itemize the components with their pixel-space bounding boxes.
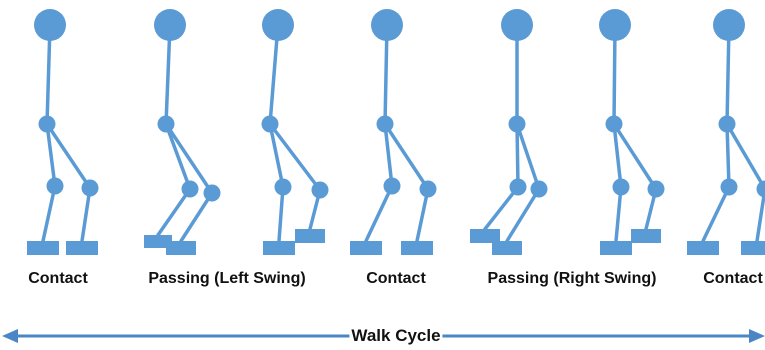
head-joint [713, 9, 745, 41]
arrow-head-right [749, 329, 765, 343]
pose-label-passing-right: Passing (Right Swing) [488, 270, 657, 288]
head-joint [34, 9, 66, 41]
arrow-head-left [2, 329, 18, 343]
walk-cycle-figures [0, 0, 765, 260]
head-joint [501, 9, 533, 41]
knee-joint-2 [312, 182, 329, 199]
hip-joint [509, 116, 526, 133]
foot-block-2 [166, 241, 196, 255]
knee-joint-1 [47, 178, 64, 195]
pose-label-passing-left: Passing (Left Swing) [148, 270, 305, 288]
knee-joint-2 [420, 181, 437, 198]
knee-joint-1 [275, 179, 292, 196]
foot-block-1 [600, 241, 632, 255]
stick-figure-5 [470, 9, 548, 255]
thigh-line-2 [727, 124, 765, 189]
foot-block-2 [401, 241, 433, 255]
stick-figure-4 [350, 9, 437, 255]
foot-block-2 [295, 229, 325, 243]
head-joint [371, 9, 403, 41]
foot-block-1 [263, 241, 295, 255]
foot-block-1 [687, 241, 719, 255]
hip-joint [262, 116, 279, 133]
hip-joint [606, 116, 623, 133]
stick-figure-7 [687, 9, 765, 255]
stick-figure-6 [599, 9, 665, 255]
foot-block-1 [27, 241, 59, 255]
stick-figure-3 [262, 9, 329, 255]
knee-joint-2 [82, 180, 99, 197]
knee-joint-1 [384, 178, 401, 195]
hip-joint [158, 116, 175, 133]
foot-block-1 [350, 241, 382, 255]
foot-block-2 [492, 241, 522, 255]
pose-label-contact-2: Contact [366, 270, 426, 288]
knee-joint-1 [613, 179, 630, 196]
hip-joint [719, 116, 736, 133]
knee-joint-2 [531, 181, 548, 198]
knee-joint-1 [721, 179, 738, 196]
knee-joint-1 [182, 181, 199, 198]
thigh-line-1 [517, 124, 518, 187]
head-joint [599, 9, 631, 41]
shin-line-1 [703, 187, 729, 241]
hip-joint [377, 116, 394, 133]
foot-block-1 [470, 229, 500, 243]
shin-line-1 [366, 186, 392, 241]
knee-joint-1 [510, 179, 527, 196]
foot-block-2 [631, 229, 661, 243]
foot-block-2 [66, 241, 98, 255]
shin-line-2 [181, 193, 212, 241]
thigh-line-1 [727, 124, 729, 187]
walk-cycle-label: Walk Cycle [349, 326, 442, 346]
head-joint [262, 9, 294, 41]
stick-figure-2 [144, 9, 221, 255]
knee-joint-2 [757, 181, 765, 198]
knee-joint-2 [648, 181, 665, 198]
knee-joint-2 [204, 185, 221, 202]
head-joint [154, 9, 186, 41]
pose-label-contact-1: Contact [28, 270, 88, 288]
stick-figure-1 [27, 9, 99, 255]
foot-block-2 [741, 241, 765, 255]
pose-label-contact-3: Contact [703, 270, 763, 288]
hip-joint [39, 116, 56, 133]
